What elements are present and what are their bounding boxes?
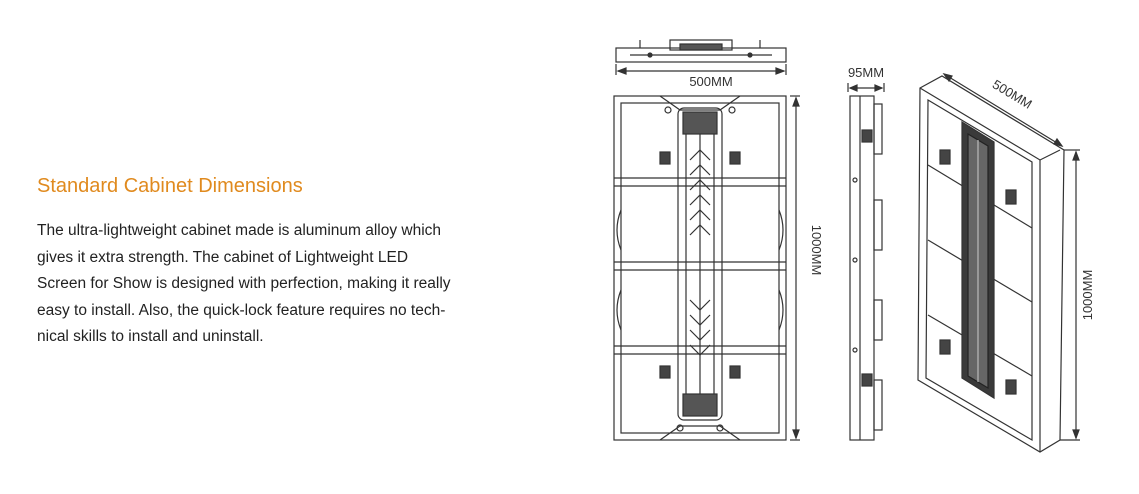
section-title: Standard Cabinet Dimensions xyxy=(37,175,303,197)
body-line-1: The ultra-lightweight cabinet made is al… xyxy=(37,222,442,239)
body-line-4: easy to install. Also, the quick-lock fe… xyxy=(37,301,446,319)
width-label: 500MM xyxy=(689,74,732,89)
front-view xyxy=(613,95,800,441)
side-view xyxy=(847,83,885,441)
description-section: Standard Cabinet Dimensions The ultra-li… xyxy=(37,172,537,351)
top-view xyxy=(615,39,787,75)
body-line-2: gives it extra strength. The cabinet of … xyxy=(37,248,409,266)
body-line-5: nical skills to install and uninstall. xyxy=(37,328,264,345)
depth-label: 95MM xyxy=(848,65,884,80)
iso-height-label: 1000MM xyxy=(1080,270,1095,321)
body-line-3: Screen for Show is designed with perfect… xyxy=(37,275,451,292)
isometric-view xyxy=(917,73,1080,453)
height-label-front: 1000MM xyxy=(809,225,824,276)
